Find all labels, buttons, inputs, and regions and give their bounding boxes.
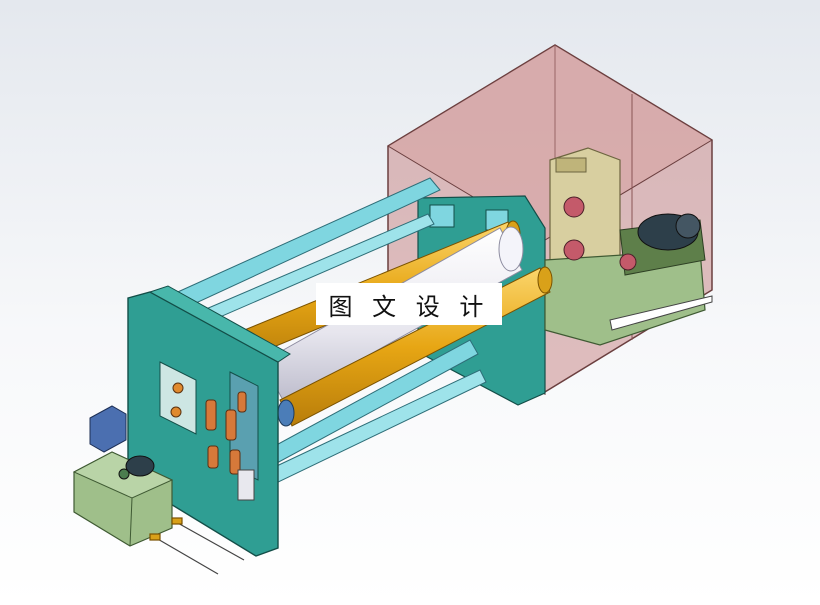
pipe-fittings [205, 391, 247, 475]
drive-assembly [544, 147, 713, 346]
loose-rods [149, 517, 245, 575]
valve-block [89, 405, 127, 453]
gear-icon [118, 455, 155, 480]
hydraulic-tank [72, 451, 174, 547]
guide-rails [159, 177, 487, 487]
cylinder-unit [237, 469, 255, 501]
watermark-label: 图 文 设 计 [316, 283, 502, 325]
motor-icon [637, 213, 701, 251]
